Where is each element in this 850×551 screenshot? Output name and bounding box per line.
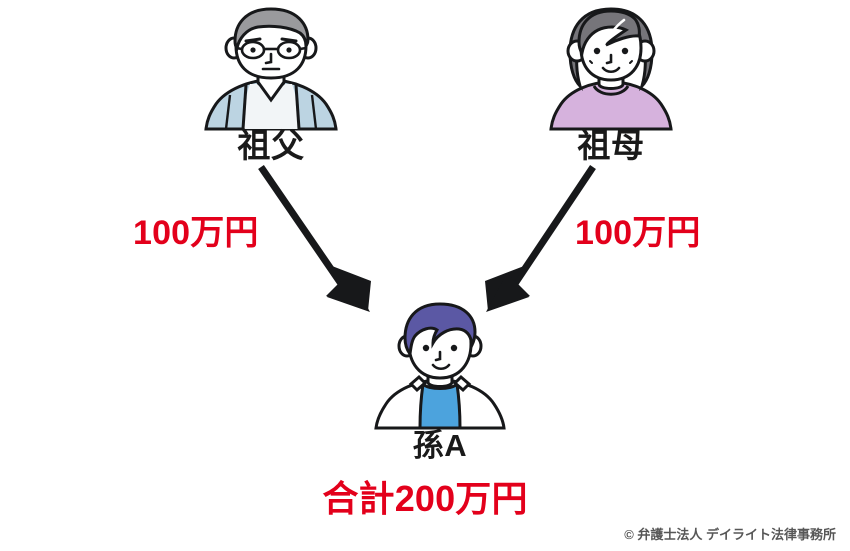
elderly-man-with-glasses-icon (204, 7, 338, 131)
arrow-grandfather-to-grandchild (258, 165, 371, 312)
copyright-credit: © 弁護士法人 デイライト法律事務所 (624, 527, 836, 542)
amount-label-from-grandmother: 100万円 (575, 214, 701, 252)
person-grandchild: 孫A (355, 300, 525, 463)
elderly-woman-icon (549, 7, 673, 131)
person-label-grandmother: 祖母 (577, 127, 645, 164)
young-man-icon (374, 302, 506, 430)
total-amount-label: 合計200万円 (322, 478, 528, 519)
person-label-grandfather: 祖父 (237, 127, 305, 164)
person-grandfather: 祖父 (186, 6, 356, 164)
person-grandmother: 祖母 (526, 6, 696, 164)
amount-label-from-grandfather: 100万円 (133, 214, 259, 252)
person-label-grandchild: 孫A (412, 428, 468, 463)
